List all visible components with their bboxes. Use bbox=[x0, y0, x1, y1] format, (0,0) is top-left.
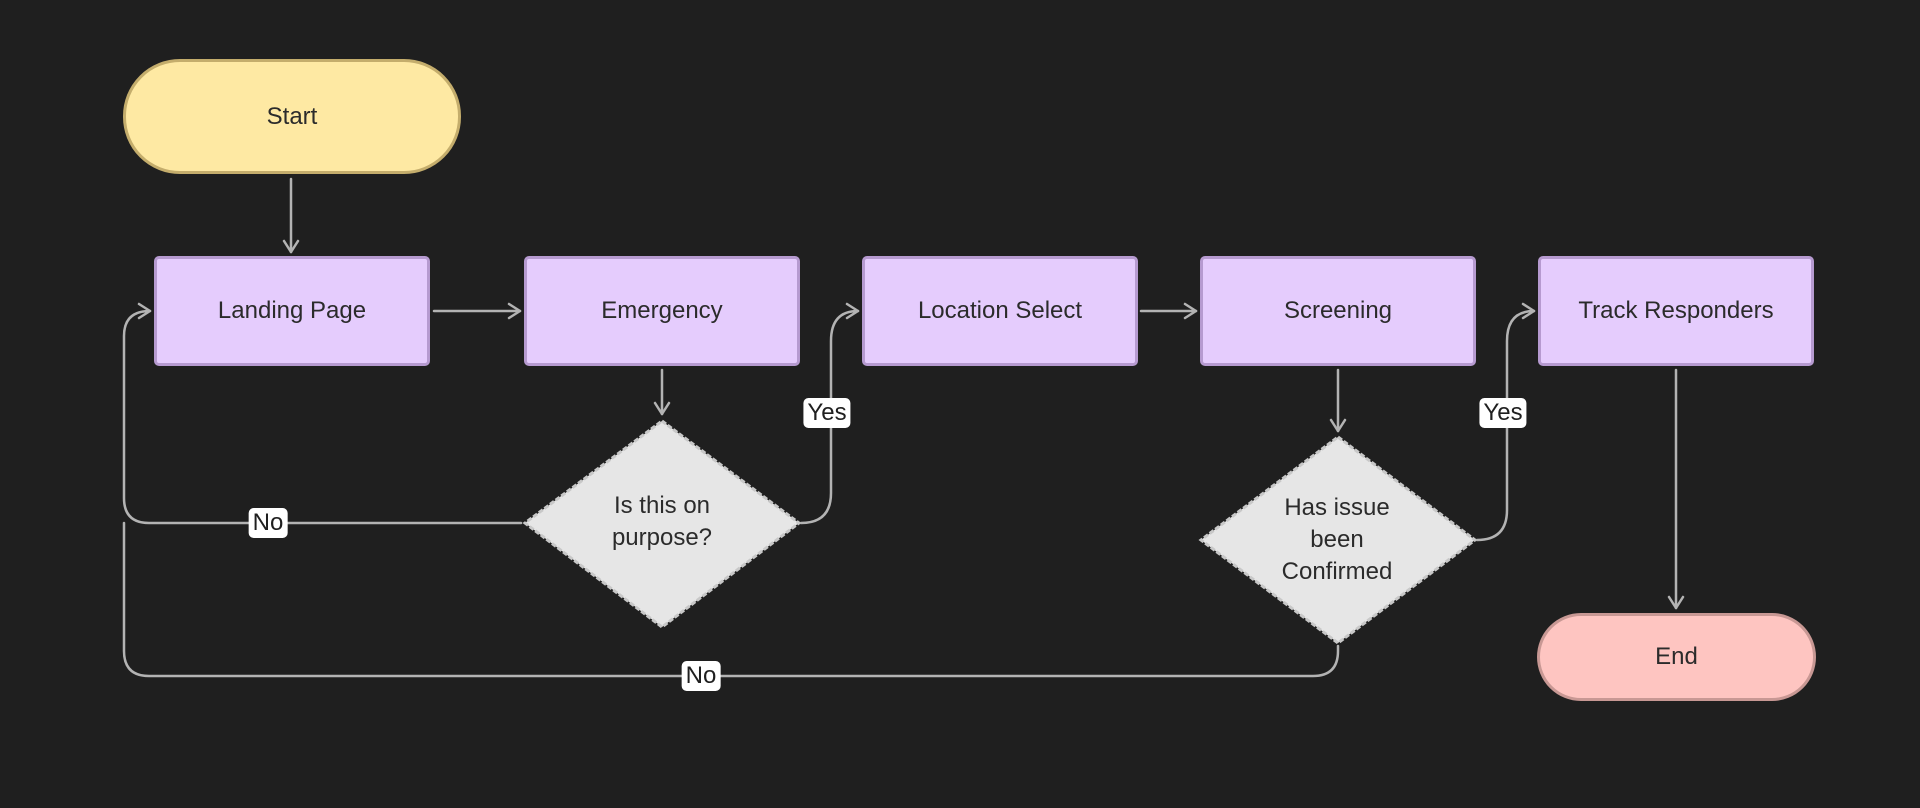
location-select-label: Location Select bbox=[917, 297, 1083, 324]
edge-on-purpose-no bbox=[122, 302, 523, 525]
end-label: End bbox=[1655, 643, 1698, 670]
edge-label-on-purpose-no: No bbox=[248, 508, 288, 538]
screening-label: Screening bbox=[1283, 297, 1393, 324]
screening-node[interactable]: Screening bbox=[1200, 256, 1476, 366]
decision-diamond-on-purpose bbox=[522, 419, 802, 629]
edge-label-on-purpose-yes: Yes bbox=[803, 398, 851, 428]
decision-on-purpose-text: Is this on purpose? bbox=[611, 492, 713, 551]
landing-page-node[interactable]: Landing Page bbox=[154, 256, 430, 366]
start-label: Start bbox=[266, 102, 318, 130]
edge-label-confirmed-yes: Yes bbox=[1479, 398, 1527, 428]
start-node[interactable]: Start bbox=[123, 59, 461, 174]
location-select-node[interactable]: Location Select bbox=[862, 256, 1138, 366]
decision-confirmed-label: Has issue been Confirmed bbox=[1237, 478, 1437, 602]
decision-on-purpose-label: Is this on purpose? bbox=[562, 462, 762, 582]
track-responders-node[interactable]: Track Responders bbox=[1538, 256, 1814, 366]
track-responders-label: Track Responders bbox=[1578, 297, 1774, 324]
edge-label-confirmed-no: No bbox=[681, 661, 721, 691]
landing-page-label: Landing Page bbox=[217, 297, 367, 324]
end-node[interactable]: End bbox=[1537, 613, 1816, 701]
decision-confirmed-text: Has issue been Confirmed bbox=[1281, 494, 1393, 585]
decision-diamond-confirmed bbox=[1198, 435, 1478, 645]
emergency-node[interactable]: Emergency bbox=[524, 256, 800, 366]
edge-confirmed-no bbox=[122, 521, 1340, 678]
emergency-label: Emergency bbox=[601, 297, 723, 324]
